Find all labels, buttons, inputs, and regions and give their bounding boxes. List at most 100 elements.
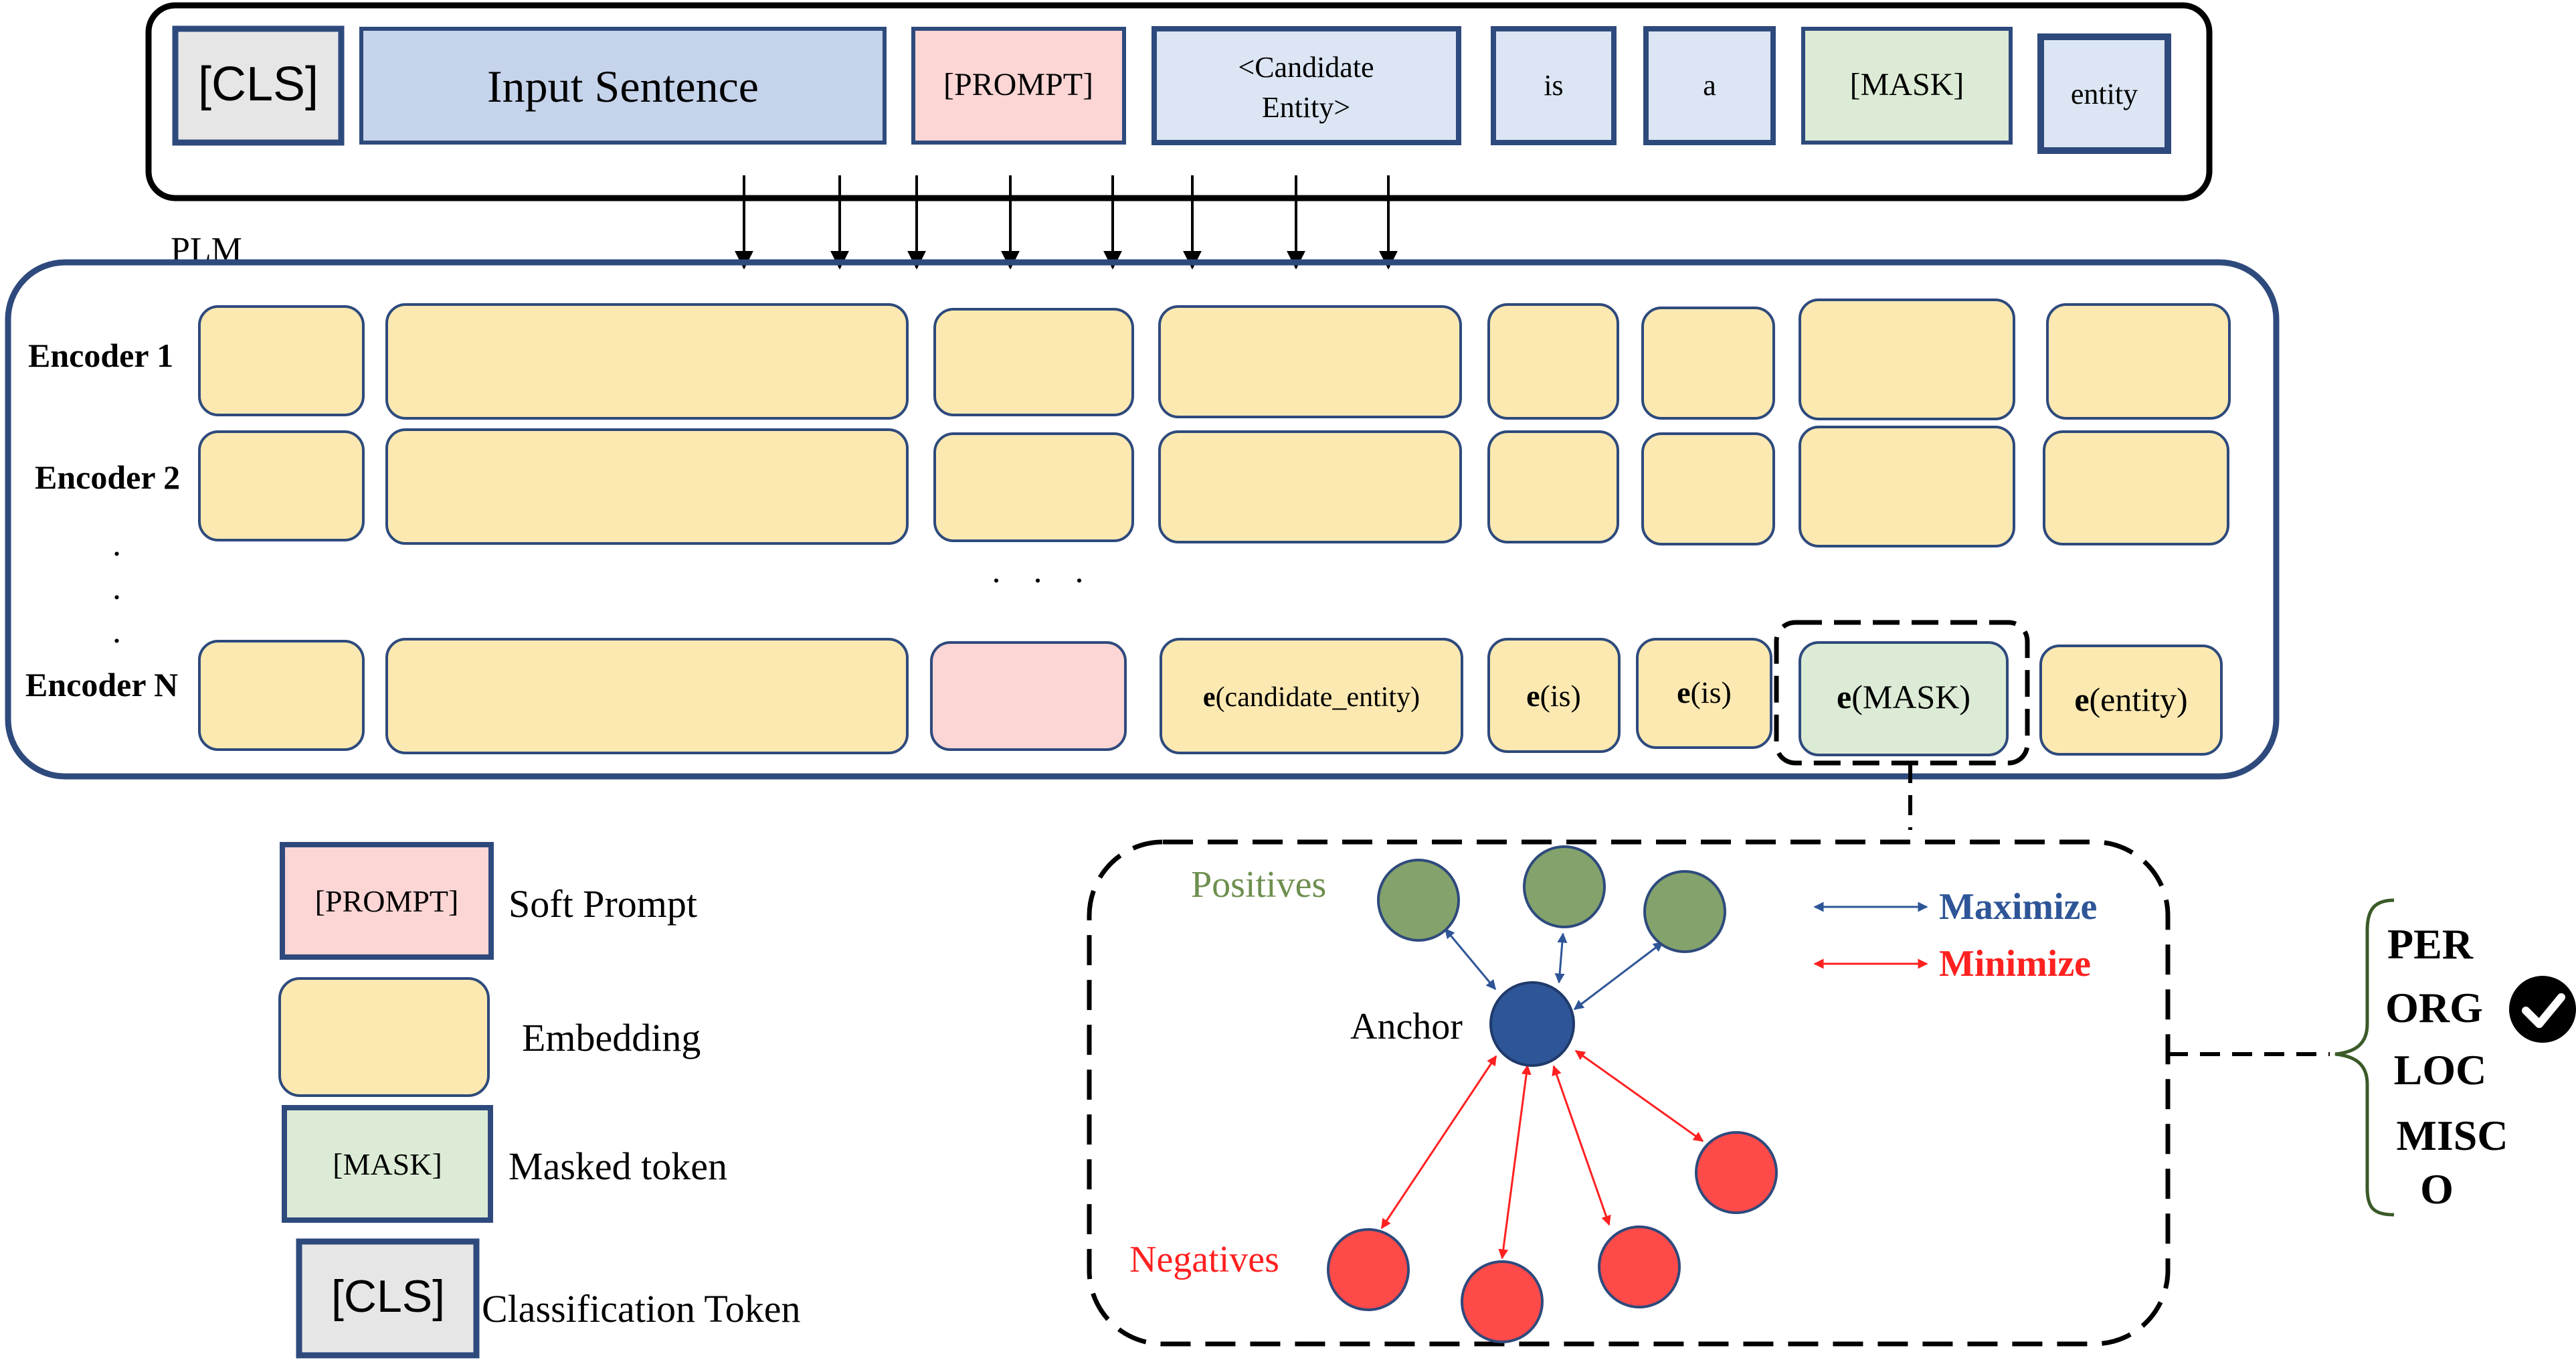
encoder-n-is-cell [1487, 638, 1621, 753]
encoder-n-is2-cell [1636, 638, 1772, 749]
contrastive-panel [1087, 839, 2171, 1347]
input-to-plm-arrows [735, 175, 1398, 270]
negatives-label: Negatives [1129, 1239, 1279, 1280]
positives-label: Positives [1191, 864, 1326, 906]
mask-output-highlight [1774, 620, 2030, 766]
output-entity-e: e [2074, 681, 2089, 718]
legend-classification-token-label: Classification Token [482, 1287, 801, 1331]
output-entity: e(entity) [2074, 681, 2187, 718]
legend-mask-box [282, 1105, 493, 1223]
negative-node [1327, 1228, 1410, 1311]
legend-cls-box-text: [CLS] [331, 1271, 445, 1322]
positive-node [1377, 859, 1460, 942]
input-sequence-frame [145, 2, 2213, 201]
layer-ellipsis: . . . [992, 552, 1096, 590]
input-sentence-text: Input Sentence [487, 61, 759, 112]
anchor-node [1489, 981, 1575, 1067]
input-mask-text: [MASK] [1850, 67, 1964, 102]
encoder-2-cell [1487, 430, 1619, 543]
encoder-n-cell [198, 640, 365, 751]
input-a-text: a [1703, 69, 1716, 102]
output-is: e(is) [1526, 679, 1581, 713]
encoder-1-cell [933, 308, 1134, 416]
input-candidate-text-line2: Entity> [1262, 91, 1350, 124]
negative-node [1461, 1260, 1544, 1343]
encoder-1-cell [1487, 303, 1619, 420]
output-is-label: (is) [1540, 679, 1581, 713]
encoder-n-candidate-cell [1160, 638, 1463, 754]
output-candidate-entity: e(candidate_entity) [1203, 682, 1420, 713]
encoder-1-cell [385, 303, 909, 420]
encoder-n-label: Encoder N [25, 666, 178, 703]
class-per: PER [2387, 920, 2474, 968]
positive-node [1643, 870, 1726, 953]
input-sentence-token [359, 27, 887, 145]
legend-prompt-box [280, 842, 494, 960]
encoder-n-mask-cell [1799, 641, 2009, 756]
output-is-second: e(is) [1677, 675, 1732, 709]
input-is-text: is [1544, 69, 1563, 102]
encoder-1-cell [2046, 303, 2231, 420]
negative-node [1598, 1225, 1681, 1308]
negative-node [1695, 1131, 1778, 1214]
class-misc-line2: O [2420, 1165, 2454, 1213]
encoder-n-cell [385, 638, 909, 754]
layer-dot-3: . [112, 612, 121, 651]
encoder-2-cell [198, 430, 365, 541]
input-entity-text: entity [2071, 78, 2138, 110]
output-is-e: e [1526, 679, 1540, 713]
minimize-label: Minimize [1939, 943, 2091, 985]
encoder-2-cell [1641, 432, 1775, 545]
negative-push-arrows [1380, 1049, 1704, 1260]
plm-frame [5, 259, 2280, 780]
class-org: ORG [2385, 984, 2483, 1031]
encoder-1-cell [1641, 307, 1775, 420]
anchor-label: Anchor [1350, 1006, 1463, 1047]
check-circle-icon [2509, 976, 2576, 1043]
encoder-n-entity-cell [2039, 645, 2223, 756]
encoder-2-cell [385, 428, 909, 545]
encoder-n-row [198, 638, 2223, 756]
encoder-1-cell [198, 305, 365, 416]
class-misc-line1: MISC [2396, 1112, 2508, 1159]
output-entity-label: (entity) [2090, 681, 2188, 718]
encoder-2-cell [1799, 426, 2015, 547]
input-prompt-text: [PROMPT] [943, 67, 1093, 102]
output-mask: e(MASK) [1837, 678, 1970, 715]
encoder-2-cell [1158, 430, 1462, 543]
input-a-token [1643, 26, 1776, 145]
maximize-label: Maximize [1939, 886, 2097, 928]
class-brace [2334, 898, 2395, 1217]
input-is-token [1491, 26, 1617, 145]
output-mask-e: e [1837, 678, 1851, 715]
positive-node [1523, 845, 1606, 928]
output-mask-label: (MASK) [1851, 678, 1970, 715]
encoder-2-label: Encoder 2 [35, 458, 180, 496]
legend-masked-token-label: Masked token [509, 1144, 727, 1188]
input-cls-text: [CLS] [198, 58, 318, 111]
class-loc: LOC [2394, 1046, 2487, 1094]
encoder-2-cell [933, 432, 1134, 542]
legend-embedding-label: Embedding [522, 1016, 701, 1059]
output-is2-e: e [1677, 675, 1690, 709]
encoder-1-cell [1158, 305, 1462, 418]
input-entity-token [2037, 33, 2171, 154]
output-candidate-e: e [1203, 682, 1216, 713]
layer-dot-2: . [112, 569, 121, 607]
legend-embedding-box [278, 977, 490, 1097]
encoder-1-label: Encoder 1 [28, 337, 173, 374]
encoder-1-cell [1799, 299, 2015, 420]
input-prompt-token [911, 27, 1126, 145]
encoder-1-row [198, 299, 2231, 420]
input-cls-token [172, 25, 345, 146]
positive-pull-arrows [1444, 928, 1664, 1011]
output-candidate-label: (candidate_entity) [1216, 682, 1420, 713]
legend-mask-box-text: [MASK] [333, 1147, 442, 1181]
encoder-2-row [198, 426, 2229, 547]
legend-prompt-box-text: [PROMPT] [315, 884, 459, 918]
layer-dot-1: . [112, 525, 121, 564]
encoder-n-prompt-cell [930, 641, 1127, 751]
input-candidate-token [1152, 26, 1461, 145]
negative-nodes [1327, 1131, 1778, 1343]
input-mask-token [1801, 27, 2013, 145]
